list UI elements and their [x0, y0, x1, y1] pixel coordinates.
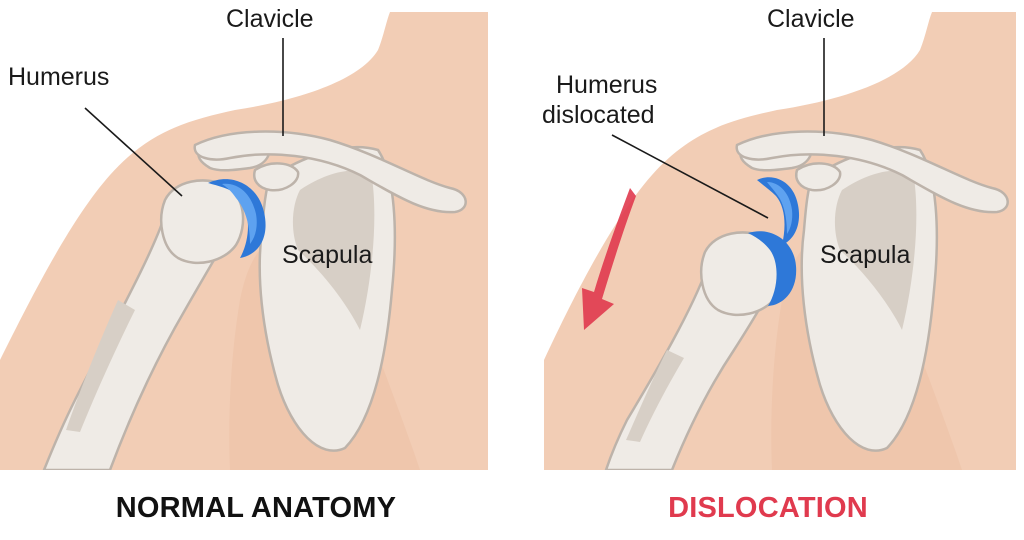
humerus-dislocated-leader — [611, 134, 769, 219]
coracoid-bone — [795, 162, 842, 192]
humerus-head — [160, 179, 245, 265]
humerus-cartilage — [748, 231, 797, 306]
dislocation-panel: Clavicle Humerus dislocated Scapula DISL… — [512, 0, 1024, 540]
scapula-shadow — [834, 170, 917, 330]
normal-anatomy-caption: NORMAL ANATOMY — [115, 492, 397, 524]
normal-anatomy-panel: Clavicle Humerus Scapula NORMAL ANATOMY — [0, 5, 488, 524]
arrow-down-left-icon — [582, 188, 636, 330]
humerus-leader — [84, 107, 183, 197]
dislocation-caption: DISLOCATION — [668, 492, 868, 524]
humerus-shaft-shadow — [66, 300, 135, 432]
normal-shoulder-illustration — [0, 12, 488, 470]
clavicle-bone — [735, 130, 1009, 214]
clavicle-bone — [193, 130, 467, 214]
clavicle-label: Clavicle — [767, 5, 855, 33]
scapula-label: Scapula — [820, 241, 911, 269]
scapula-shadow — [292, 170, 375, 330]
humerus-label: Humerus — [8, 63, 110, 91]
scapula-label: Scapula — [282, 241, 373, 269]
coracoid-bone — [253, 162, 300, 192]
humerus-dislocated-label-line2: dislocated — [542, 101, 655, 129]
cartilage-highlight — [767, 182, 793, 234]
clavicle-label: Clavicle — [226, 5, 314, 33]
dislocated-shoulder-illustration — [544, 12, 1016, 470]
humerus-dislocated-label-line1: Humerus — [556, 71, 658, 99]
humerus-shaft-shadow — [626, 350, 684, 442]
cartilage-highlight — [222, 183, 257, 244]
